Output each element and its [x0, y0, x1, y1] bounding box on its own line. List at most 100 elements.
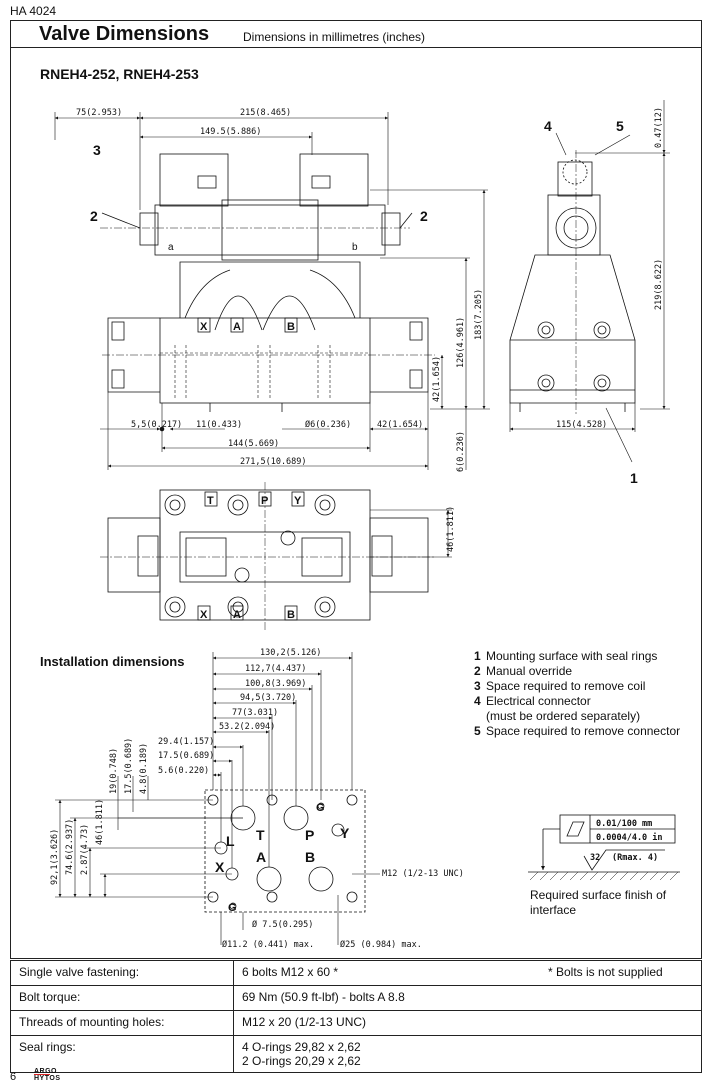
port-x-top: X [200, 609, 208, 621]
manual-override-right [381, 212, 401, 246]
dim-17-v: 17.5(0.689) [124, 738, 134, 794]
dim-6-dia: Ø6(0.236) [305, 419, 351, 430]
dim-130: 130,2(5.126) [260, 648, 321, 658]
port-y-top: Y [294, 495, 302, 507]
inst-port-g1: G [316, 802, 325, 814]
model-heading: RNEH4-252, RNEH4-253 [40, 66, 199, 82]
mounting-pattern [204, 789, 366, 913]
pilot-valve [154, 204, 386, 256]
inst-port-x: X [215, 859, 225, 875]
connector-left [159, 153, 229, 207]
dim-5-6: 5.6(0.220) [158, 766, 209, 776]
side-view [509, 100, 670, 463]
inst-port-p: P [305, 827, 314, 843]
flatness-mm: 0.01/100 mm [596, 819, 652, 829]
inst-port-t: T [256, 827, 265, 843]
dim-77: 77(3.031) [232, 708, 278, 718]
dim-7-5: Ø 7.5(0.295) [252, 919, 313, 930]
dim-215: 215(8.465) [240, 108, 291, 118]
dim-126: 126(4.961) [456, 317, 466, 368]
dim-74: 74.6(2.937) [65, 819, 75, 875]
port-a-front: A [233, 321, 241, 333]
dim-6-v: 6(0.236) [456, 431, 466, 472]
flatness-in: 0.0004/4.0 in [596, 832, 663, 843]
drawing-frame [10, 47, 702, 959]
dim-183: 183(7.205) [474, 289, 484, 340]
table-row: Threads of mounting holes: M12 x 20 (1/2… [10, 1010, 702, 1036]
dim-19: 19(0.748) [109, 748, 119, 794]
document-code: HA 4024 [10, 4, 57, 18]
roughness-rmax: (Rmax. 4) [612, 853, 658, 863]
inst-port-b: B [305, 849, 315, 865]
dim-112: 112,7(4.437) [245, 664, 306, 674]
dim-0-47: 0.47(12) [654, 107, 664, 148]
dim-m12: M12 (1/2-13 UNC) [382, 869, 464, 879]
callout-3: 3 [93, 142, 101, 158]
dim-219: 219(8.622) [654, 259, 664, 310]
callout-1: 1 [630, 470, 638, 486]
dim-271: 271,5(10.689) [240, 457, 307, 467]
port-t-top: T [207, 495, 214, 507]
page-title: Valve Dimensions [39, 23, 210, 45]
dim-144: 144(5.669) [228, 439, 279, 449]
dim-46-inst: 46(1.811) [95, 799, 105, 845]
manual-override-left [139, 212, 159, 246]
dim-29: 29.4(1.157) [158, 737, 214, 747]
legend-item-continuation: (must be ordered separately) [486, 709, 641, 723]
dim-42-v: 42(1.654) [432, 356, 442, 402]
roughness-value: 32 [590, 853, 600, 863]
dim-17-h: 17.5(0.689) [158, 751, 214, 761]
connector-right [299, 153, 369, 207]
dim-25: Ø25 (0.984) max. [340, 939, 422, 950]
top-view [100, 482, 452, 630]
inst-port-g2: G [228, 902, 237, 914]
label-a: a [168, 242, 174, 253]
dim-92: 92,1(3.626) [50, 829, 60, 885]
valve-body [159, 317, 371, 404]
dim-11: 11(0.433) [196, 420, 242, 430]
dim-5-5: 5,5(0.217) [131, 420, 182, 430]
dim-100: 100,8(3.969) [245, 679, 306, 689]
surface-finish-symbol [528, 814, 680, 881]
table-row: Bolt torque: 69 Nm (50.9 ft-lbf) - bolts… [10, 985, 702, 1011]
dim-149: 149.5(5.886) [200, 127, 261, 137]
surface-caption: Required surface finish of interface [530, 888, 667, 917]
dim-46-top: 46(1.811) [446, 506, 456, 552]
side-coil [547, 194, 601, 256]
table-row: Single valve fastening: 6 bolts M12 x 60… [10, 960, 702, 986]
callout-2-left: 2 [90, 208, 98, 224]
callout-5: 5 [616, 118, 624, 134]
title-bar: Valve Dimensions Dimensions in millimetr… [10, 20, 702, 48]
dim-2-87: 2.87(4.73) [80, 824, 90, 875]
dim-4-8: 4.8(0.189) [139, 743, 149, 794]
inst-port-y: Y [340, 825, 350, 841]
port-b-front: B [287, 321, 295, 333]
callout-2-right: 2 [420, 208, 428, 224]
port-p-top: P [261, 495, 268, 507]
installation-heading: Installation dimensions [40, 654, 185, 669]
inst-port-a: A [256, 849, 266, 865]
front-view [54, 112, 490, 470]
port-x-front: X [200, 321, 208, 333]
inst-port-l: L [226, 833, 235, 849]
dim-115: 115(4.528) [556, 420, 607, 430]
label-b: b [352, 242, 358, 253]
dim-75: 75(2.953) [76, 108, 122, 118]
specs-table: Single valve fastening: 6 bolts M12 x 60… [10, 960, 702, 1073]
dim-11-2: Ø11.2 (0.441) max. [222, 939, 314, 950]
argo-hytos-logo: ARGO HYTOS [34, 1068, 61, 1082]
page-number: 6 [10, 1071, 17, 1083]
side-connector [557, 161, 593, 197]
dim-42-h: 42(1.654) [377, 420, 423, 430]
callout-4: 4 [544, 118, 552, 134]
page-subtitle: Dimensions in millimetres (inches) [243, 30, 426, 44]
pilot-neck [179, 261, 361, 318]
table-row: Seal rings: 4 O-rings 29,82 x 2,62 2 O-r… [10, 1035, 702, 1073]
